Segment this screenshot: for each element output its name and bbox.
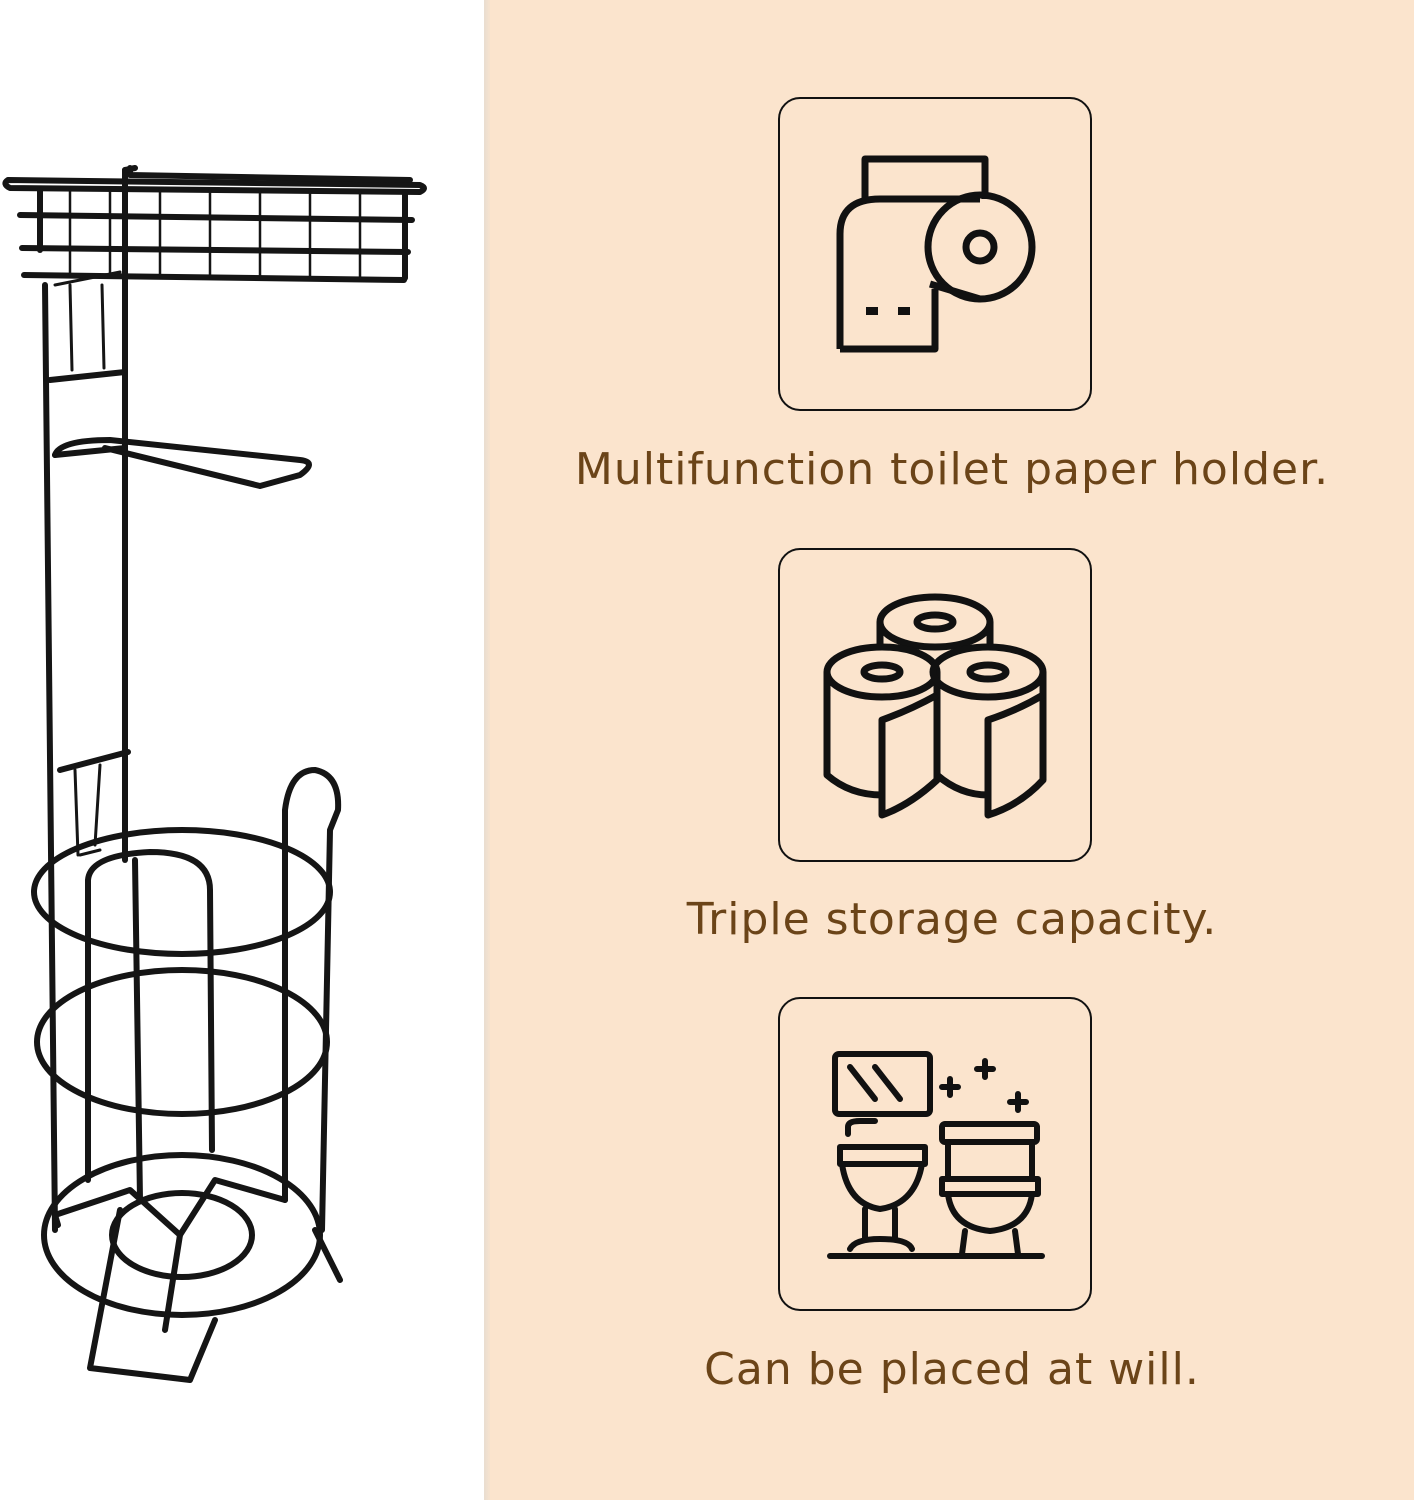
feature-3-icon-card bbox=[778, 997, 1092, 1311]
feature-2-caption: Triple storage capacity. bbox=[686, 894, 1218, 945]
three-paper-rolls-icon bbox=[823, 593, 1047, 819]
toilet-paper-holder-icon bbox=[836, 155, 1036, 353]
feature-2-icon-card bbox=[778, 548, 1092, 862]
feature-1-icon-card bbox=[778, 97, 1092, 411]
features-panel: Multifunction toilet paper holder. bbox=[490, 0, 1414, 1500]
product-image-panel bbox=[0, 0, 484, 1500]
panel-divider bbox=[484, 0, 490, 1500]
bathroom-scene-icon bbox=[827, 1051, 1045, 1259]
feature-1-caption: Multifunction toilet paper holder. bbox=[574, 444, 1330, 495]
feature-3-caption: Can be placed at will. bbox=[704, 1344, 1200, 1395]
toilet-paper-stand-image bbox=[2, 165, 427, 1383]
